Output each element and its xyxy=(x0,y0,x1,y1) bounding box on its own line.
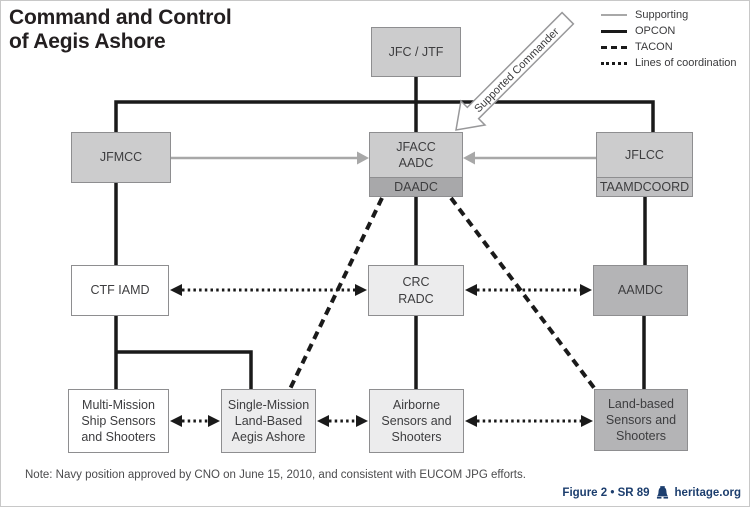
coord-arrowhead-icon xyxy=(465,284,477,296)
figure-title: Command and Control of Aegis Ashore xyxy=(9,6,232,53)
box-multi-mission: Multi-Mission Ship Sensors and Shooters xyxy=(68,389,169,453)
box-aamdc: AAMDC xyxy=(593,265,688,316)
tacon-line-icon xyxy=(601,45,627,49)
figure-title-line2: of Aegis Ashore xyxy=(9,29,166,53)
box-multi-mission-line2: Ship Sensors xyxy=(81,413,156,428)
box-airborne-line2: Sensors and xyxy=(381,413,452,428)
supporting-line-icon xyxy=(601,14,627,16)
box-land-based-line3: Shooters xyxy=(615,429,667,444)
box-jfmcc-label: JFMCC xyxy=(99,150,143,165)
box-jfmcc: JFMCC xyxy=(71,132,171,183)
box-daadc-label: DAADC xyxy=(394,179,438,194)
box-taamdcoord-strip: TAAMDCOORD xyxy=(597,177,692,196)
box-land-based-line2: Sensors and xyxy=(605,412,677,427)
supporting-arrowhead-right-icon xyxy=(463,151,475,165)
legend-label-coordination: Lines of coordination xyxy=(635,57,737,69)
opcon-lines xyxy=(114,77,655,390)
tacon-daadc-to-single xyxy=(288,197,384,390)
heritage-bell-icon xyxy=(656,486,668,499)
box-airborne: Airborne Sensors and Shooters xyxy=(369,389,464,453)
box-jfacc-label-line1: JFACC xyxy=(396,139,436,154)
box-jflcc-main: JFLCC xyxy=(597,133,692,177)
box-crc-label-line1: CRC xyxy=(402,275,430,290)
box-airborne-line1: Airborne xyxy=(392,397,441,412)
figure-note: Note: Navy position approved by CNO on J… xyxy=(25,469,526,481)
legend-row-supporting: Supporting xyxy=(601,7,737,23)
box-ctf-iamd: CTF IAMD xyxy=(71,265,169,316)
legend-label-supporting: Supporting xyxy=(635,9,689,21)
tacon-lines xyxy=(288,196,597,391)
coord-arrowhead-icon xyxy=(317,415,329,427)
box-single-mission: Single-Mission Land-Based Aegis Ashore xyxy=(221,389,316,453)
opcon-ctf-to-single xyxy=(116,350,253,390)
figure-source: heritage.org xyxy=(674,486,741,499)
coordination-lines xyxy=(170,284,593,427)
figure-number: Figure 2 • SR 89 xyxy=(562,486,650,499)
box-jflcc: JFLCC TAAMDCOORD xyxy=(596,132,693,197)
legend: Supporting OPCON TACON Lines of coordina… xyxy=(601,7,737,71)
box-aamdc-label: AAMDC xyxy=(617,283,664,298)
supported-commander-arrow-icon xyxy=(455,11,575,131)
coord-arrowhead-icon xyxy=(465,415,477,427)
box-crc-label-line2: RADC xyxy=(398,291,434,306)
supporting-arrowhead-left-icon xyxy=(357,151,369,165)
coord-arrowhead-icon xyxy=(208,415,220,427)
box-single-mission-line3: Aegis Ashore xyxy=(231,430,306,445)
coord-arrowhead-icon xyxy=(170,284,182,296)
box-single-mission-line1: Single-Mission xyxy=(227,397,310,412)
coord-arrowhead-icon xyxy=(356,415,368,427)
box-airborne-line3: Shooters xyxy=(391,430,442,445)
coord-arrowhead-icon xyxy=(355,284,367,296)
legend-label-opcon: OPCON xyxy=(635,25,676,37)
box-crc-radc: CRC RADC xyxy=(368,265,464,316)
box-multi-mission-line1: Multi-Mission xyxy=(82,397,155,412)
opcon-line-icon xyxy=(601,29,627,33)
coord-arrowhead-icon xyxy=(581,415,593,427)
figure-title-line1: Command and Control xyxy=(9,6,232,29)
coord-arrowhead-icon xyxy=(170,415,182,427)
supported-commander-arrow: Supported Commander xyxy=(455,11,575,131)
coord-arrowhead-icon xyxy=(580,284,592,296)
box-land-based: Land-based Sensors and Shooters xyxy=(594,389,688,451)
box-single-mission-line2: Land-Based xyxy=(234,413,303,428)
box-jflcc-label: JFLCC xyxy=(625,147,664,162)
box-jfacc-aadc: JFACC AADC DAADC xyxy=(369,132,463,197)
box-jfacc-aadc-main: JFACC AADC xyxy=(370,133,462,177)
box-taamdcoord-label: TAAMDCOORD xyxy=(599,179,690,194)
legend-row-opcon: OPCON xyxy=(601,23,737,39)
box-daadc-strip: DAADC xyxy=(370,177,462,196)
box-ctf-iamd-label: CTF IAMD xyxy=(90,283,150,298)
box-jfc-jtf: JFC / JTF xyxy=(371,27,461,77)
figure-credit: Figure 2 • SR 89 heritage.org xyxy=(562,486,741,499)
supporting-lines xyxy=(171,151,596,165)
opcon-top-bracket xyxy=(114,100,655,132)
box-multi-mission-line3: and Shooters xyxy=(81,430,156,445)
legend-row-tacon: TACON xyxy=(601,39,737,55)
box-land-based-line1: Land-based xyxy=(607,396,675,411)
coordination-line-icon xyxy=(601,61,627,65)
legend-row-coordination: Lines of coordination xyxy=(601,55,737,71)
box-jfacc-label-line2: AADC xyxy=(398,156,434,170)
box-jfc-jtf-label: JFC / JTF xyxy=(388,44,444,59)
legend-label-tacon: TACON xyxy=(635,41,673,53)
